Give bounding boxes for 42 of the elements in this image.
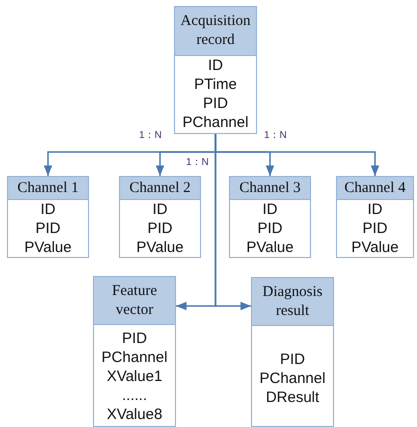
table-header: Channel 3 (230, 177, 310, 200)
field-name: PID (147, 219, 172, 238)
entity-table (251, 277, 334, 427)
field-name: PChannel (102, 348, 168, 367)
table-header: Channel 2 (120, 177, 200, 200)
entity-table (174, 6, 257, 134)
table-header: Feature vector (94, 277, 175, 325)
field-name: ID (152, 200, 168, 219)
field-name: PID (257, 219, 282, 238)
field-name: PValue (24, 238, 72, 257)
field-name: PValue (136, 238, 184, 257)
field-name: PID (280, 350, 305, 369)
field-name: ...... (122, 386, 147, 405)
field-name: PChannel (182, 113, 248, 132)
arrow (214, 134, 251, 310)
field-name: ID (40, 200, 56, 219)
field-name: ID (208, 56, 223, 75)
field-name: PChannel (260, 369, 326, 388)
table-header: Diagnosis result (252, 278, 333, 326)
field-name: PID (122, 329, 147, 348)
field-name: XValue1 (106, 367, 162, 386)
table-header: Channel 4 (337, 177, 413, 200)
field-name: PID (202, 94, 228, 113)
field-name: DResult (266, 388, 320, 407)
table-header: Channel 1 (8, 177, 88, 200)
field-name: PTime (194, 75, 237, 94)
entity-table (93, 276, 176, 427)
field-name: PValue (351, 238, 399, 257)
field-name: ID (262, 200, 278, 219)
entity-table (119, 176, 201, 258)
cardinality-label: 1：N (139, 129, 162, 142)
table-header: Acquisition record (175, 7, 256, 56)
field-name: PID (35, 219, 60, 238)
field-name: XValue8 (106, 405, 162, 424)
entity-table (229, 176, 311, 258)
entity-table (336, 176, 414, 258)
field-name: ID (368, 200, 382, 219)
entity-table (7, 176, 89, 258)
field-name: PID (362, 219, 388, 238)
cardinality-label: 1：N (264, 129, 287, 142)
cardinality-label: 1：N (186, 156, 209, 169)
field-name: PValue (246, 238, 294, 257)
